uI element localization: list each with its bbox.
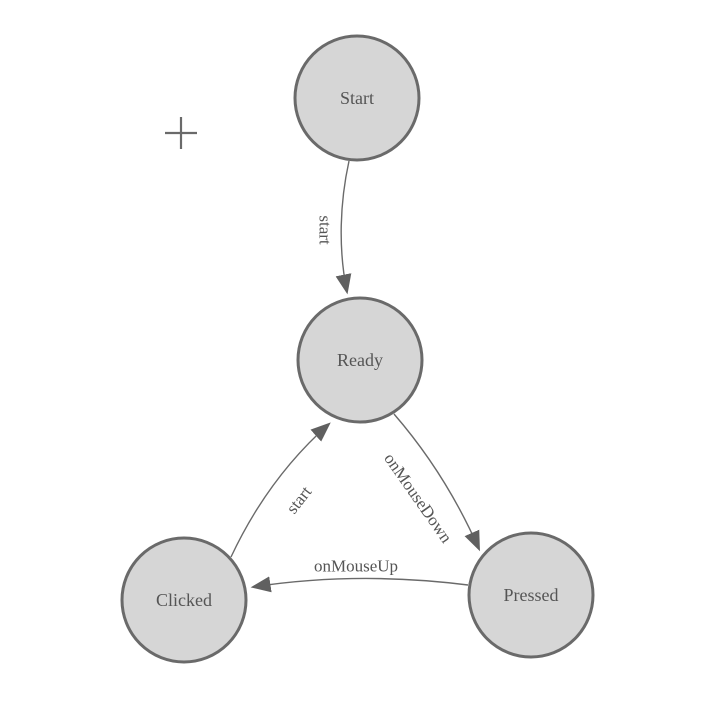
- node-clicked[interactable]: Clicked: [120, 536, 248, 664]
- overlay-layer: [165, 117, 197, 149]
- edge-clicked-to-ready[interactable]: [230, 422, 331, 558]
- edge-label-clicked-to-ready: start: [282, 482, 315, 517]
- edge-label-start-to-ready: start: [316, 215, 335, 245]
- edge-ready-to-pressed[interactable]: [393, 413, 480, 552]
- node-pressed[interactable]: Pressed: [467, 531, 595, 659]
- crosshair-marker: [165, 117, 197, 149]
- node-circle-ready[interactable]: [296, 296, 424, 424]
- edge-label-pressed-to-clicked: onMouseUp: [314, 556, 398, 575]
- edge-start-to-ready[interactable]: [335, 160, 352, 295]
- node-label-start: Start: [340, 88, 374, 108]
- node-circle-pressed[interactable]: [467, 531, 595, 659]
- node-circle-start[interactable]: [293, 34, 421, 162]
- node-label-pressed: Pressed: [504, 585, 559, 605]
- node-label-clicked: Clicked: [156, 590, 212, 610]
- edge-label-ready-to-pressed: onMouseDown: [380, 450, 456, 547]
- node-circle-clicked[interactable]: [120, 536, 248, 664]
- node-start[interactable]: Start: [293, 34, 421, 162]
- node-ready[interactable]: Ready: [296, 296, 424, 424]
- edge-pressed-to-clicked[interactable]: [250, 576, 469, 593]
- node-label-ready: Ready: [337, 350, 383, 370]
